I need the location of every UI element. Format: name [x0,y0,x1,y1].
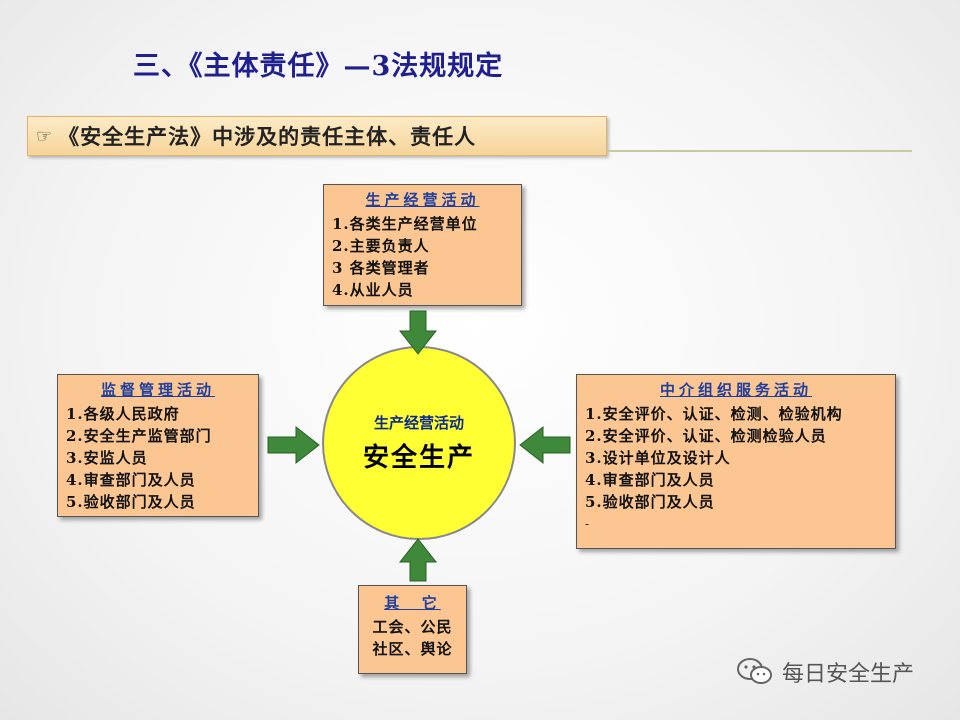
production-activity-box: 生产经营活动 1.各类生产经营单位 2.主要负责人 3 各类管理者 4.从业人员 [323,184,522,306]
watermark-text: 每日安全生产 [782,662,915,687]
box-heading: 中介组织服务活动 [659,381,812,399]
subtitle-banner: ☞ 《安全生产法》中涉及的责任主体、责任人 [27,116,607,156]
intermediary-service-box: 中介组织服务活动 1.安全评价、认证、检测、检验机构 2.安全评价、认证、检测检… [576,374,896,549]
list-item: 4.审查部门及人员 [66,471,196,489]
list-item: 2.主要负责人 [332,237,430,255]
list-item: 2.安全评价、认证、检测检验人员 [585,427,827,445]
list-item: 1.安全评价、认证、检测、检验机构 [585,405,843,423]
box-heading: 监督管理活动 [100,381,215,399]
subtitle-underline [607,150,912,152]
arrow-down-icon [398,310,438,355]
list-item: 1.各级人民政府 [66,405,180,423]
page-title: 三、《主体责任》—3法规规定 [133,51,504,82]
list-item: 2.安全生产监管部门 [66,427,212,445]
other-box: 其 它 工会、公民 社区、舆论 [358,585,467,674]
box-heading: 生产经营活动 [365,191,480,209]
subtitle-text: 《安全生产法》中涉及的责任主体、责任人 [58,124,477,149]
wechat-icon [737,658,772,684]
list-item: 5.验收部门及人员 [66,493,196,511]
safety-production-circle: 生产经营活动 安全生产 [322,346,516,540]
supervision-activity-box: 监督管理活动 1.各级人民政府 2.安全生产监管部门 3.安监人员 4.审查部门… [57,374,259,517]
list-item: 4.从业人员 [332,281,414,299]
box-heading: 其 它 [384,594,441,612]
arrow-left-icon [519,425,571,465]
list-item: 3.安监人员 [66,449,148,467]
pointing-hand-icon: ☞ [36,125,53,147]
arrow-right-icon [267,425,320,465]
list-item: 3.设计单位及设计人 [585,449,731,467]
list-item: 1.各类生产经营单位 [332,215,478,233]
list-item: 社区、舆论 [372,640,453,658]
trailing-mark: - [585,517,590,531]
circle-subtitle: 生产经营活动 [373,414,464,432]
circle-title: 安全生产 [362,443,475,473]
list-item: 4.审查部门及人员 [585,471,715,489]
list-item: 工会、公民 [372,618,453,636]
watermark: 每日安全生产 [736,656,914,688]
arrow-up-icon [398,538,438,582]
list-item: 5.验收部门及人员 [585,493,715,511]
list-item: 3 各类管理者 [332,259,430,277]
